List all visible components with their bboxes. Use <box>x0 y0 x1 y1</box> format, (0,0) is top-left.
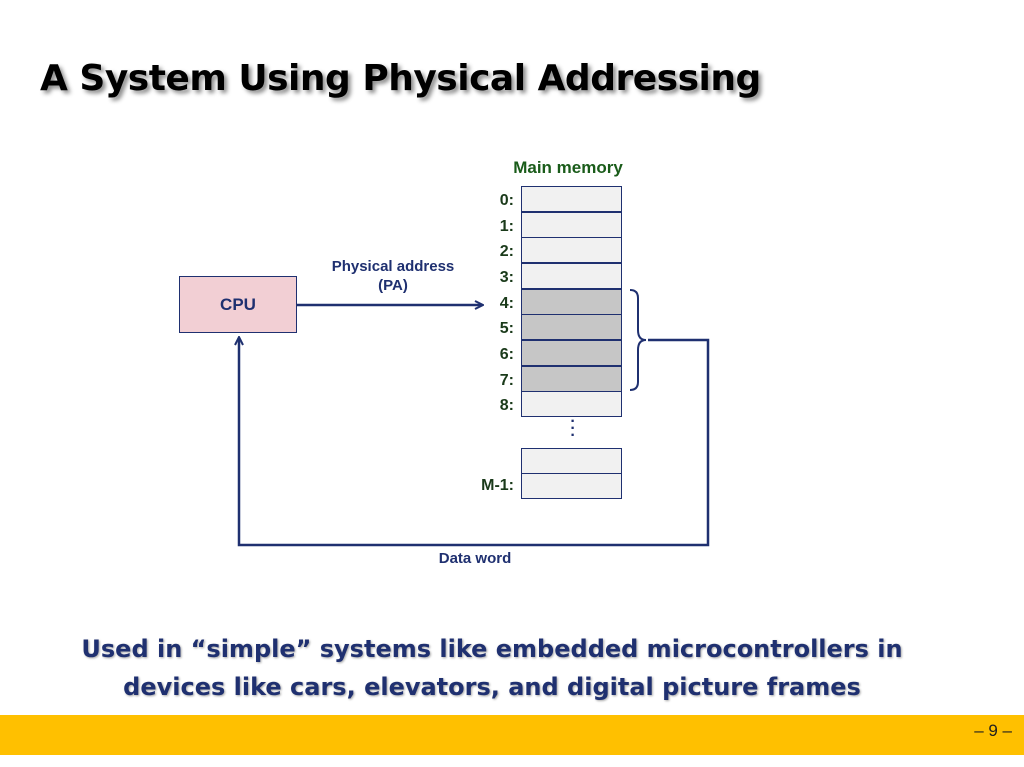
address-label-6: 6: <box>499 346 514 363</box>
footer-bar: – 9 – <box>0 715 1024 755</box>
caption-line-2: devices like cars, elevators, and digita… <box>123 673 861 701</box>
address-label-3: 3: <box>499 269 514 286</box>
memory-cell-m-2 <box>521 448 622 474</box>
memory-cell-3 <box>521 263 622 289</box>
address-label-2: 2: <box>499 243 514 260</box>
address-label-m-1: M-1: <box>481 477 514 494</box>
cpu-box: CPU <box>179 276 297 333</box>
data-word-arrow <box>239 338 710 547</box>
memory-cell-m-1 <box>521 473 622 499</box>
memory-cell-7 <box>521 366 622 392</box>
slide-title: A System Using Physical Addressing <box>40 58 761 99</box>
address-label-1: 1: <box>499 218 514 235</box>
physical-address-abbrev: (PA) <box>378 277 408 294</box>
memory-range-brace <box>629 289 647 391</box>
address-label-8: 8: <box>499 397 514 414</box>
main-memory-title: Main memory <box>513 158 623 177</box>
address-label-0: 0: <box>499 192 514 209</box>
memory-cell-5 <box>521 314 622 340</box>
physical-address-text: Physical address <box>331 258 455 275</box>
page-number: – 9 – <box>974 721 1012 740</box>
address-label-5: 5: <box>499 320 514 337</box>
memory-cell-6 <box>521 340 622 366</box>
cpu-label: CPU <box>220 294 256 314</box>
caption-line-1: Used in “simple” systems like embedded m… <box>81 635 903 663</box>
memory-cell-2 <box>521 237 622 263</box>
memory-cell-4 <box>521 289 622 315</box>
vertical-ellipsis: ··· <box>570 413 576 444</box>
memory-cell-1 <box>521 212 622 238</box>
physical-address-label: Physical address (PA) <box>313 257 473 295</box>
address-label-7: 7: <box>499 372 514 389</box>
memory-cell-0 <box>521 186 622 212</box>
memory-cell-8 <box>521 391 622 417</box>
data-word-label: Data word <box>438 550 512 567</box>
slide-caption: Used in “simple” systems like embedded m… <box>20 630 964 706</box>
address-label-4: 4: <box>499 295 514 312</box>
